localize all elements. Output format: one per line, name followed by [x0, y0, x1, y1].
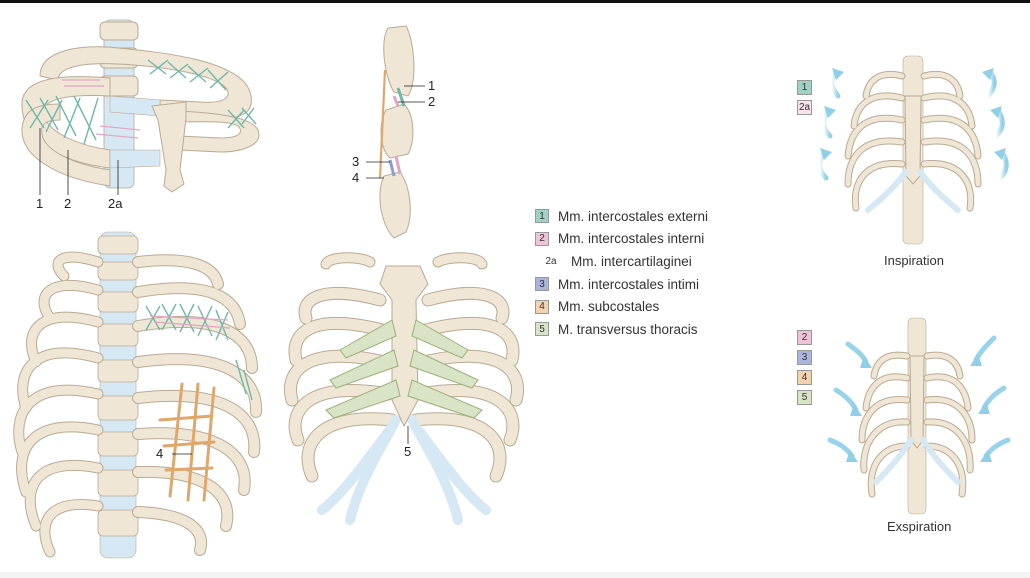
bottom-border — [0, 572, 1030, 578]
rib-cross-section — [366, 25, 425, 239]
legend-text-1: Mm. intercostales externi — [558, 208, 709, 224]
label-5-anterior: 5 — [404, 444, 411, 459]
expiration-swatch-3: 3 — [797, 350, 812, 365]
expiration-swatch-5: 5 — [797, 390, 812, 405]
legend-row-4: 4 Mm. subcostales — [535, 295, 708, 318]
legend-row-2a: 2a Mm. intercartilaginei — [535, 250, 708, 273]
legend-row-3: 3 Mm. intercostales intimi — [535, 273, 708, 296]
expiration-swatch-4: 4 — [797, 370, 812, 385]
label-3-section: 3 — [352, 154, 359, 169]
lateral-thorax — [13, 231, 263, 559]
legend-text-4: Mm. subcostales — [558, 299, 660, 315]
legend-swatch-1: 1 — [535, 209, 549, 224]
label-1-section: 1 — [428, 78, 435, 93]
legend-row-5: 5 M. transversus thoracis — [535, 318, 708, 341]
legend-swatch-2a: 2a — [545, 255, 557, 267]
expiration-caption: Exspiration — [887, 519, 952, 534]
rib-ring-illustration — [21, 19, 260, 195]
legend-text-2a: Mm. intercartilaginei — [571, 253, 692, 269]
legend-swatch-4: 4 — [535, 299, 549, 314]
expiration-swatch-2: 2 — [797, 330, 812, 345]
legend-swatch-5: 5 — [535, 322, 549, 337]
top-border — [0, 0, 1030, 3]
inspiration-thorax — [817, 55, 1009, 245]
inspiration-caption: Inspiration — [884, 253, 944, 268]
expiration-thorax — [827, 317, 1011, 515]
label-1-ring: 1 — [36, 196, 43, 211]
label-2-ring: 2 — [64, 196, 71, 211]
legend-swatch-2: 2 — [535, 231, 549, 246]
label-4-lateral: 4 — [156, 446, 163, 461]
anterior-thorax-internal — [284, 252, 524, 525]
legend-row-1: 1 Mm. intercostales externi — [535, 205, 708, 228]
legend-text-3: Mm. intercostales intimi — [558, 276, 700, 292]
legend-text-5: M. transversus thoracis — [558, 321, 698, 337]
legend-text-2: Mm. intercostales interni — [558, 231, 705, 247]
label-2a-ring: 2a — [108, 196, 123, 211]
label-4-section: 4 — [352, 170, 359, 185]
inspiration-legend: 1 2a — [797, 80, 821, 120]
inspiration-swatch-2a: 2a — [797, 100, 812, 115]
label-2-section: 2 — [428, 94, 435, 109]
muscle-legend: 1 Mm. intercostales externi 2 Mm. interc… — [535, 205, 708, 341]
legend-row-2: 2 Mm. intercostales interni — [535, 228, 708, 251]
legend-swatch-3: 3 — [535, 277, 549, 292]
expiration-legend: 2 3 4 5 — [797, 330, 821, 410]
inspiration-swatch-1: 1 — [797, 80, 812, 95]
